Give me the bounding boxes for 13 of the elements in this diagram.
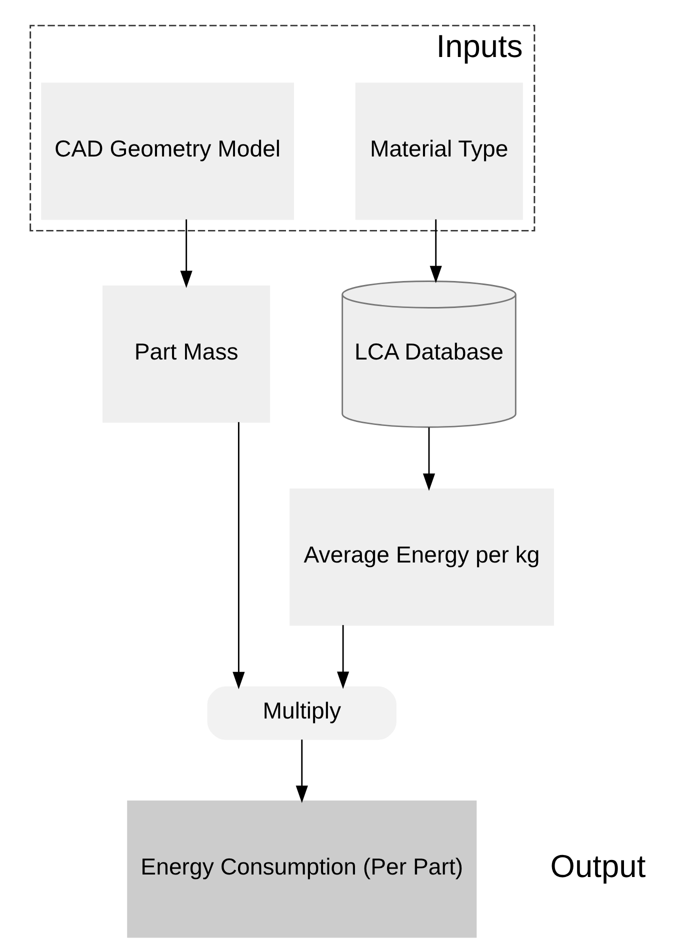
arrow [336,625,350,689]
node-box: Multiply [207,686,396,740]
node-box: Part Mass [102,286,270,423]
node-box: Average Energy per kg [290,488,554,626]
arrow [232,422,245,690]
node-box: CAD Geometry Model [41,82,294,220]
node-label: Output [550,848,646,884]
arrow [430,219,442,284]
arrow [422,427,436,491]
node-box: Material Type [355,82,523,220]
arrow [180,219,192,288]
node-box: Energy Consumption (Per Part) [127,800,477,938]
arrow [296,740,308,803]
